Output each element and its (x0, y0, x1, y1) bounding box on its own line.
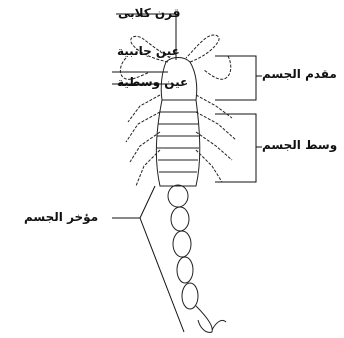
left-leg-3 (130, 132, 160, 162)
tail-segment-2 (171, 207, 189, 231)
label-lateral-eye: عين جانبية (117, 44, 180, 58)
telson (196, 306, 212, 332)
bracket-prosoma (215, 56, 256, 100)
left-leg-2 (126, 112, 160, 142)
tail-segment-3 (173, 231, 191, 257)
tail-segment-1 (168, 185, 188, 207)
label-chelicera: قرن كلابى (118, 6, 180, 20)
label-median-eye: عين وسطية (117, 75, 188, 89)
right-leg-3 (196, 132, 232, 160)
mesosoma-outline (156, 100, 199, 186)
leader-metasoma-up (140, 186, 155, 218)
stinger (212, 320, 226, 330)
left-leg-1 (128, 95, 160, 122)
tail-segment-5 (182, 283, 198, 309)
right-pedipalp (186, 35, 219, 62)
bracket-mesosoma (215, 114, 256, 182)
mesosoma-segment-lines (157, 112, 199, 172)
scorpion-segments (156, 58, 226, 333)
label-metasoma: مؤخر الجسم (24, 210, 98, 224)
label-prosoma: مقدم الجسم (262, 67, 337, 81)
label-mesosoma: وسط الجسم (262, 138, 337, 152)
right-claw (204, 56, 231, 79)
tail-segment-4 (177, 257, 193, 283)
